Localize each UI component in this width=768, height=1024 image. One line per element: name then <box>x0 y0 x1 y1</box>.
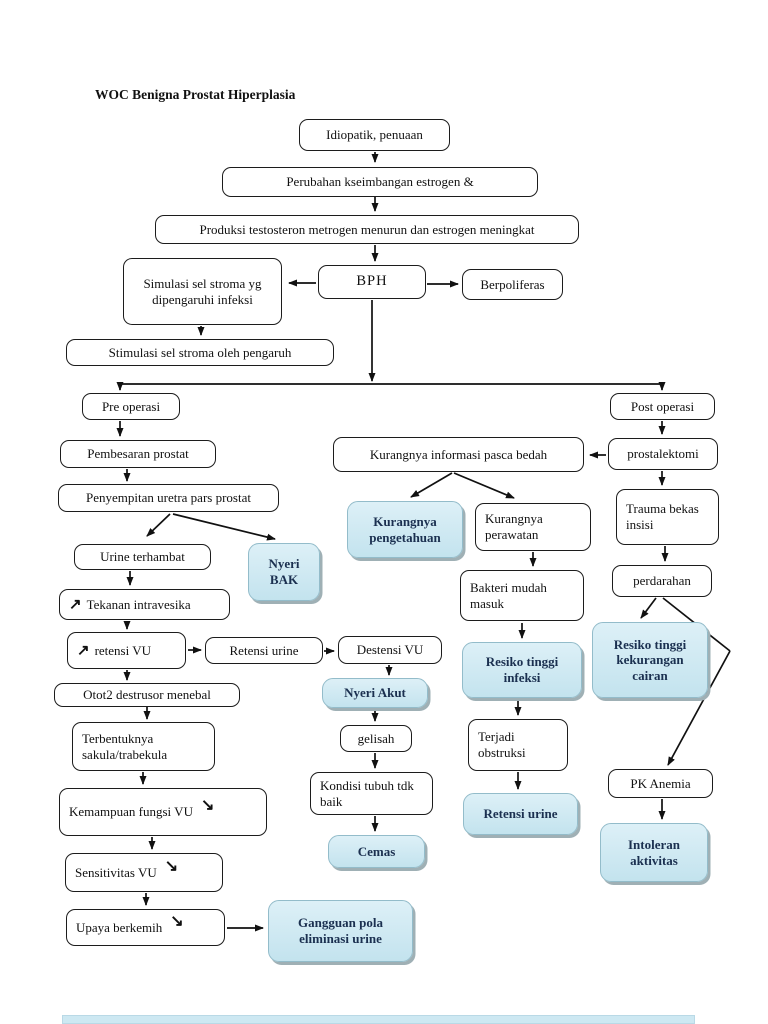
increase-arrow-icon: ↗ <box>69 596 82 613</box>
node-produksi-testosteron: Produksi testosteron metrogen menurun da… <box>155 215 579 244</box>
node-tekanan-intravesika: ↗ Tekanan intravesika <box>59 589 230 620</box>
node-perdarahan: perdarahan <box>612 565 712 597</box>
node-retensi-urine: Retensi urine <box>205 637 323 664</box>
node-kemampuan-fungsi-vu: Kemampuan fungsi VU ↘ <box>59 788 267 836</box>
node-kurangnya-perawatan: Kurangnya perawatan <box>475 503 591 551</box>
node-simulasi-sel-stroma: Simulasi sel stroma yg dipengaruhi infek… <box>123 258 282 325</box>
node-sensitivitas-vu: Sensitivitas VU ↘ <box>65 853 223 892</box>
node-pembesaran-prostat: Pembesaran prostat <box>60 440 216 468</box>
node-label: Kemampuan fungsi VU <box>69 804 193 820</box>
node-label: Upaya berkemih <box>76 919 163 935</box>
node-kurangnya-informasi: Kurangnya informasi pasca bedah <box>333 437 584 472</box>
node-retensi-urine-diagnosis: Retensi urine <box>463 793 578 835</box>
node-urine-terhambat: Urine terhambat <box>74 544 211 570</box>
node-pre-operasi: Pre operasi <box>82 393 180 420</box>
connector-line <box>453 472 515 499</box>
next-page-top-edge <box>62 1015 695 1024</box>
connector-line <box>172 513 276 541</box>
node-penyempitan-uretra: Penyempitan uretra pars prostat <box>58 484 279 512</box>
connector-line <box>146 513 171 537</box>
node-idiopatik: Idiopatik, penuaan <box>299 119 450 151</box>
node-kondisi-tubuh: Kondisi tubuh tdk baik <box>310 772 433 815</box>
node-pk-anemia: PK Anemia <box>608 769 713 798</box>
node-label: Sensitivitas VU <box>75 864 157 880</box>
node-nyeri-akut: Nyeri Akut <box>322 678 428 708</box>
node-otot-destrusor: Otot2 destrusor menebal <box>54 683 240 707</box>
node-destensi-vu: Destensi VU <box>338 636 442 664</box>
node-label: retensi VU <box>94 642 152 658</box>
node-gelisah: gelisah <box>340 725 412 752</box>
node-prostalektomi: prostalektomi <box>608 438 718 470</box>
node-bph: BPH <box>318 265 426 299</box>
node-trauma-bekas-insisi: Trauma bekas insisi <box>616 489 719 545</box>
node-upaya-berkemih: Upaya berkemih ↘ <box>66 909 225 946</box>
node-terjadi-obstruksi: Terjadi obstruksi <box>468 719 568 771</box>
node-post-operasi: Post operasi <box>610 393 715 420</box>
node-retensi-vu: ↗ retensi VU <box>67 632 186 669</box>
node-sakula-trabekula: Terbentuknya sakula/trabekula <box>72 722 215 771</box>
node-resiko-kekurangan-cairan: Resiko tinggi kekurangan cairan <box>592 622 708 698</box>
node-perubahan-estrogen: Perubahan kseimbangan estrogen & <box>222 167 538 197</box>
decrease-arrow-icon: ↘ <box>170 912 184 930</box>
decrease-arrow-icon: ↘ <box>164 857 179 875</box>
node-label: Tekanan intravesika <box>86 596 191 612</box>
page-title: WOC Benigna Prostat Hiperplasia <box>95 87 296 102</box>
connector-line <box>410 472 453 498</box>
node-stimulasi-sel-stroma: Stimulasi sel stroma oleh pengaruh <box>66 339 334 366</box>
node-berpoliferas: Berpoliferas <box>462 269 563 300</box>
node-bakteri-mudah-masuk: Bakteri mudah masuk <box>460 570 584 621</box>
node-cemas: Cemas <box>328 835 425 868</box>
node-kurangnya-pengetahuan: Kurangnya pengetahuan <box>347 501 463 558</box>
increase-arrow-icon: ↗ <box>77 642 90 659</box>
node-nyeri-bak: Nyeri BAK <box>248 543 320 601</box>
node-intoleran-aktivitas: Intoleran aktivitas <box>600 823 708 882</box>
node-resiko-tinggi-infeksi: Resiko tinggi infeksi <box>462 642 582 698</box>
decrease-arrow-icon: ↘ <box>200 797 215 815</box>
connector-line <box>640 597 657 619</box>
node-gangguan-eliminasi: Gangguan pola eliminasi urine <box>268 900 413 962</box>
